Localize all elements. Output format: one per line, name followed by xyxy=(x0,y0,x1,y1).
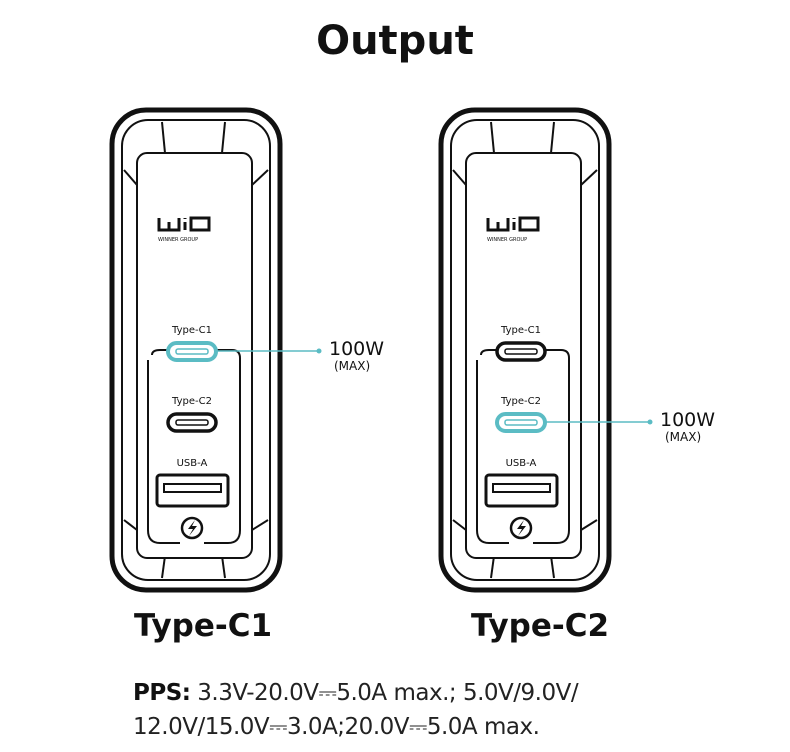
page-title: Output xyxy=(316,18,474,64)
pps-label: PPS: xyxy=(133,680,191,706)
power-value: 100W xyxy=(660,409,715,431)
pps-line-2: 12.0V/15.0V⎓3.0A;20.0V⎓5.0A max. xyxy=(133,714,540,740)
charger-type-c1: WINNER GROUP Type-C1 Type-C2 USB-A 100W … xyxy=(112,110,384,590)
type-c1-port xyxy=(495,341,547,362)
port-label-type-c2: Type-C2 xyxy=(171,396,212,407)
power-value: 100W xyxy=(329,338,384,360)
pps-spec: PPS: 3.3V-20.0V⎓5.0A max.; 5.0V/9.0V/ 12… xyxy=(133,676,579,744)
wg-logo xyxy=(486,216,540,232)
logo-subtext: WINNER GROUP xyxy=(487,237,527,243)
type-c2-port-highlighted xyxy=(495,412,547,433)
caption-type-c2: Type-C2 xyxy=(471,608,610,644)
port-label-type-c1: Type-C1 xyxy=(500,325,541,336)
port-label-usb-a: USB-A xyxy=(177,458,208,469)
charger-type-c2: WINNER GROUP Type-C1 Type-C2 USB-A 100W … xyxy=(441,110,715,590)
port-label-usb-a: USB-A xyxy=(506,458,537,469)
power-note: (MAX) xyxy=(334,359,370,373)
logo-subtext: WINNER GROUP xyxy=(158,237,198,243)
pps-line-1: 3.3V-20.0V⎓5.0A max.; 5.0V/9.0V/ xyxy=(197,680,579,706)
caption-type-c1: Type-C1 xyxy=(134,608,273,644)
type-c2-port xyxy=(166,412,218,433)
type-c1-port-highlighted xyxy=(166,341,218,362)
power-note: (MAX) xyxy=(665,430,701,444)
port-label-type-c2: Type-C2 xyxy=(500,396,541,407)
wg-logo xyxy=(157,216,211,232)
port-label-type-c1: Type-C1 xyxy=(171,325,212,336)
